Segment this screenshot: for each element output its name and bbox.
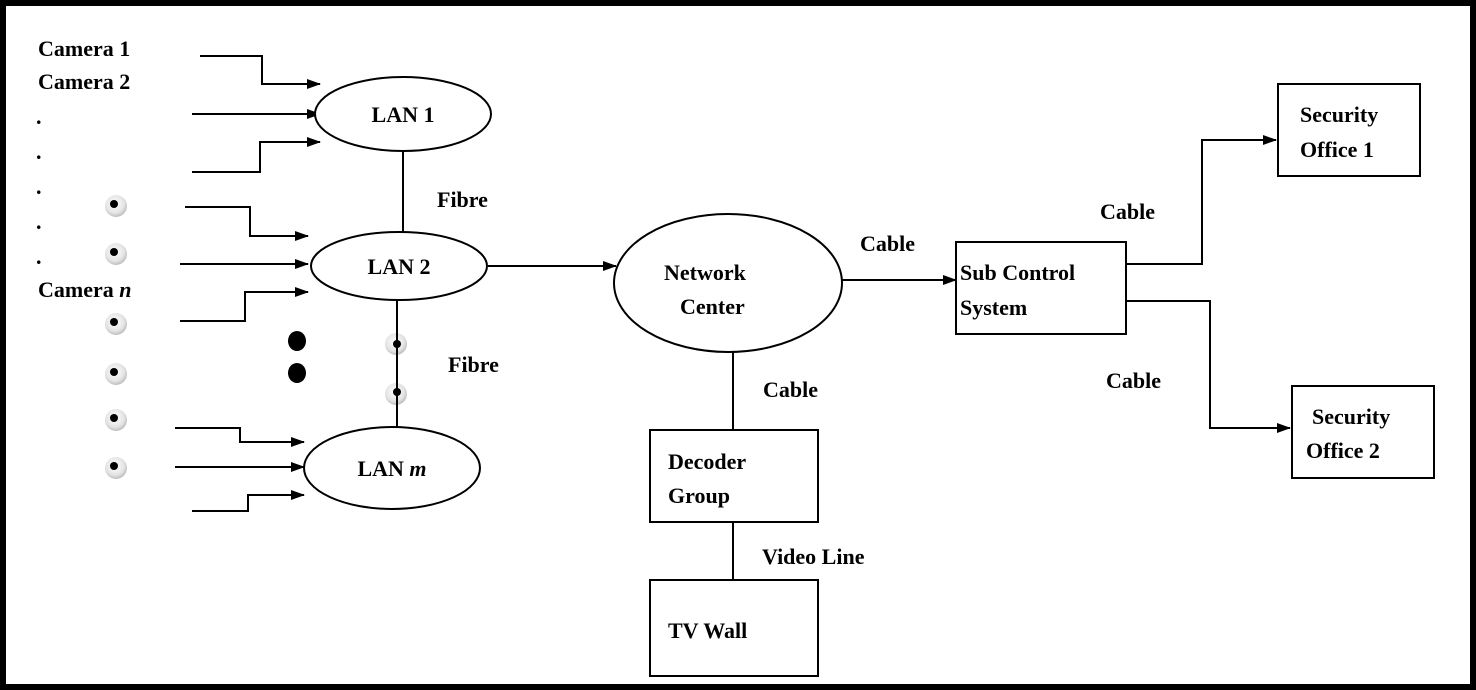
network-center-label: Network	[664, 260, 747, 285]
ellipsis-dot-large	[288, 331, 306, 351]
ellipsis-dot: .	[36, 139, 42, 164]
ellipsis-dot-large	[288, 363, 306, 383]
tv-wall-label: TV Wall	[668, 618, 747, 643]
fibre-label: Fibre	[448, 352, 499, 377]
link-sub-control-office-1	[1126, 135, 1277, 265]
decoder-group-label: Decoder	[668, 449, 746, 474]
lan-1-label: LAN 1	[372, 102, 435, 127]
link-sub-control-office-2	[1126, 300, 1291, 433]
cable-label: Cable	[1106, 368, 1161, 393]
network-center-node	[613, 213, 843, 353]
decoder-group-box	[649, 429, 819, 523]
fibre-node	[393, 388, 401, 396]
lan-m-node	[303, 426, 481, 510]
ellipsis-dot: .	[36, 244, 42, 269]
input-arrow-lan2	[185, 206, 309, 241]
input-arrow-lanm	[192, 490, 305, 512]
fibre-label: Fibre	[437, 187, 488, 212]
fibre-node	[393, 340, 401, 348]
camera-icon	[105, 409, 127, 431]
input-arrow-lan2	[180, 287, 309, 322]
input-arrow-lan1	[200, 55, 321, 89]
video-line-label: Video Line	[762, 544, 865, 569]
ellipsis-dot: .	[36, 174, 42, 199]
security-office-2-label: Office 2	[1306, 438, 1380, 463]
sub-control-system-label: Sub Control	[960, 260, 1075, 285]
security-office-1-label: Security	[1300, 102, 1378, 127]
camera-1-label: Camera 1	[38, 36, 130, 61]
camera-n-label: Camera n	[38, 277, 132, 302]
cable-label: Cable	[860, 231, 915, 256]
lan-1-node	[314, 76, 492, 152]
input-arrow-lanm	[175, 427, 305, 447]
lan-2-label: LAN 2	[368, 254, 431, 279]
cable-label: Cable	[763, 377, 818, 402]
network-center-label: Center	[680, 294, 745, 319]
input-arrow-lan1	[192, 137, 321, 173]
camera-icon	[105, 313, 127, 335]
security-office-1-box	[1277, 83, 1421, 177]
ellipsis-dot: .	[36, 104, 42, 129]
camera-icon	[105, 195, 127, 217]
security-office-1-label: Office 1	[1300, 137, 1374, 162]
tv-wall-box	[649, 579, 819, 677]
security-office-2-box	[1291, 385, 1435, 479]
lan-2-node	[310, 231, 488, 301]
lan-m-label: LAN m	[357, 456, 426, 481]
ellipsis-dot: .	[36, 209, 42, 234]
cable-label: Cable	[1100, 199, 1155, 224]
sub-control-system-box	[955, 241, 1127, 335]
sub-control-system-label: System	[960, 295, 1027, 320]
camera-icons	[105, 195, 407, 479]
security-office-2-label: Security	[1312, 404, 1390, 429]
decoder-group-label: Group	[668, 483, 730, 508]
camera-icon	[105, 363, 127, 385]
camera-2-label: Camera 2	[38, 69, 130, 94]
camera-icon	[105, 243, 127, 265]
camera-icon	[105, 457, 127, 479]
